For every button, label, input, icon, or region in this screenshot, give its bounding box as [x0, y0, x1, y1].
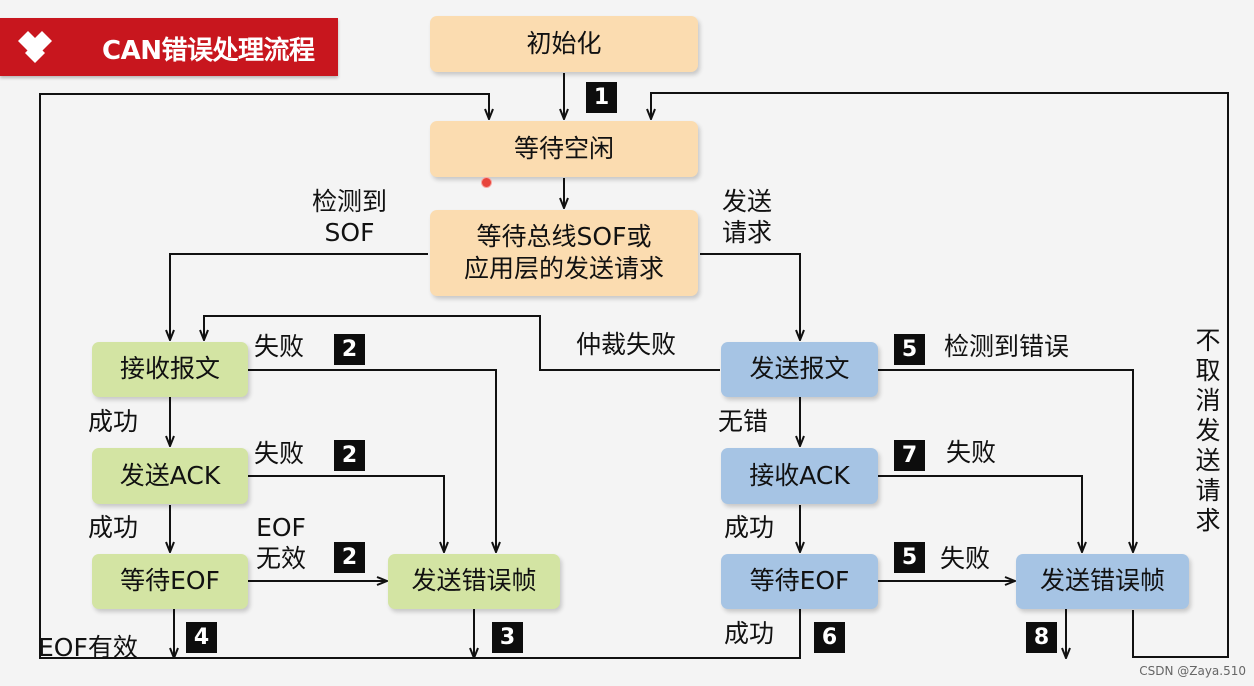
state-wait-sof-line1: 等待总线SOF或: [476, 221, 652, 251]
label-fail-send-ack: 失败: [254, 439, 305, 468]
label-eof-invalid: EOF 无效: [256, 512, 306, 575]
label-success-wait-eof: 成功: [724, 619, 775, 648]
label-success-receive-ack: 成功: [724, 513, 775, 542]
label-send-request-line2: 请求: [722, 218, 773, 248]
label-send-request: 发送 请求: [722, 186, 772, 249]
badge-8: 8: [1026, 622, 1057, 653]
edge-sof-to-recv: [170, 253, 428, 340]
edge-return-left: [39, 93, 489, 659]
edge-arbitration-fail: [204, 315, 720, 371]
state-send-message: 发送报文: [721, 342, 878, 397]
badge-5-detect-error: 5: [894, 334, 925, 365]
edge-recv-fail: [248, 369, 496, 552]
state-wait-eof-left: 等待EOF: [92, 554, 248, 609]
badge-1: 1: [586, 82, 617, 113]
badge-5-eof-fail: 5: [894, 542, 925, 573]
state-init: 初始化: [430, 16, 698, 72]
watermark: CSDN @Zaya.510: [1139, 664, 1246, 678]
pointer-dot: [481, 177, 492, 188]
label-arbitration-fail: 仲裁失败: [576, 330, 677, 359]
label-fail-wait-eof: 失败: [940, 544, 991, 573]
edge-recv-ack-fail: [878, 475, 1082, 552]
label-eof-invalid-line1: EOF: [256, 513, 306, 542]
state-wait-eof-right: 等待EOF: [721, 554, 878, 609]
label-no-cancel-send-request: 不取消发送请求: [1195, 326, 1221, 535]
state-error-frame-right: 发送错误帧: [1016, 554, 1189, 609]
label-detect-error: 检测到错误: [944, 332, 1070, 361]
badge-2-receive-fail: 2: [334, 334, 365, 365]
badge-3: 3: [492, 622, 523, 653]
label-detect-sof-line1: 检测到: [312, 187, 388, 216]
title-banner: CAN错误处理流程: [0, 18, 338, 76]
badge-2-eof-invalid: 2: [334, 542, 365, 573]
label-detect-sof: 检测到 SOF: [312, 186, 387, 249]
label-eof-valid: EOF有效: [38, 633, 138, 662]
badge-2-ack-fail: 2: [334, 440, 365, 471]
state-receive-ack: 接收ACK: [721, 448, 878, 504]
badge-6: 6: [814, 622, 845, 653]
diamond-logo-icon: [18, 31, 52, 63]
label-detect-sof-line2: SOF: [324, 218, 375, 248]
label-success-send-ack: 成功: [88, 513, 139, 542]
state-wait-sof-line2: 应用层的发送请求: [463, 254, 664, 283]
badge-7: 7: [894, 440, 925, 471]
edge-sof-to-send: [700, 253, 800, 340]
edge-return-right: [651, 92, 1229, 658]
state-wait-sof: 等待总线SOF或 应用层的发送请求: [430, 210, 698, 296]
label-eof-invalid-line2: 无效: [256, 544, 307, 574]
page-title: CAN错误处理流程: [102, 36, 315, 66]
label-success-receive: 成功: [88, 407, 139, 436]
label-no-error: 无错: [718, 407, 769, 436]
state-wait-idle: 等待空闲: [430, 121, 698, 177]
label-fail-receive-ack: 失败: [946, 438, 997, 467]
edge-send-error: [878, 369, 1133, 552]
state-send-ack: 发送ACK: [92, 448, 248, 504]
edge-eof-success: [174, 609, 801, 659]
state-receive-message: 接收报文: [92, 342, 248, 397]
label-send-request-line1: 发送: [722, 187, 773, 216]
edge-ack-fail: [248, 475, 444, 552]
label-fail-receive: 失败: [254, 332, 305, 361]
state-error-frame-left: 发送错误帧: [388, 554, 560, 609]
badge-4: 4: [186, 622, 217, 653]
